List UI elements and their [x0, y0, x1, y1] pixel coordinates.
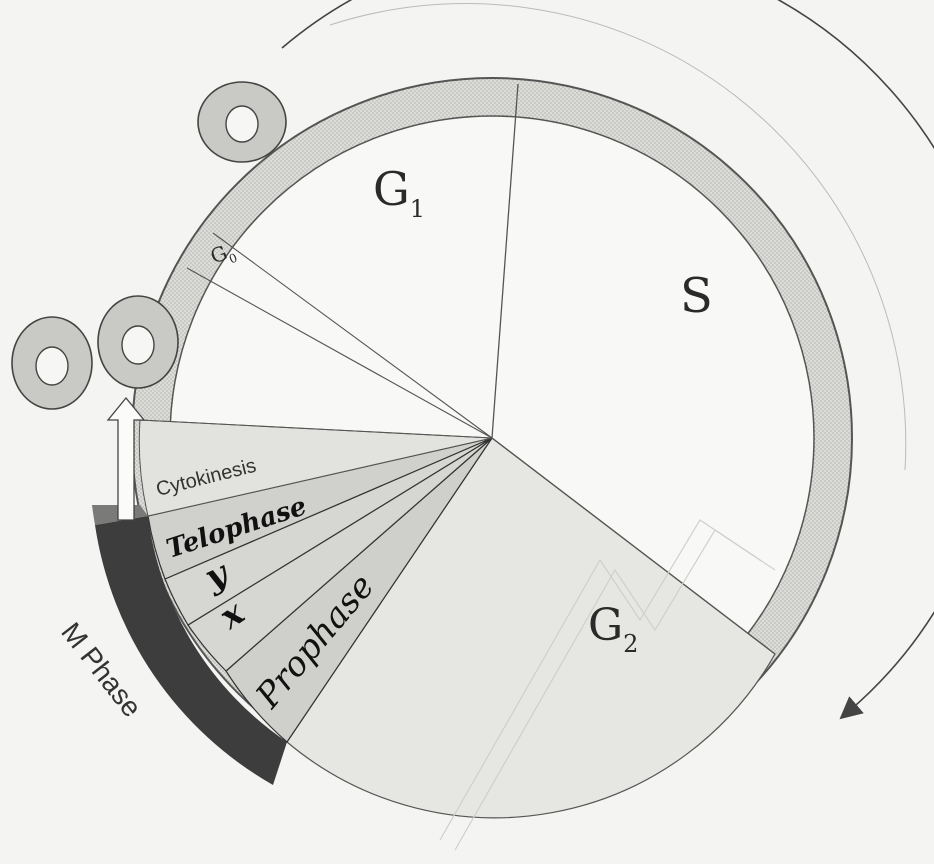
- cell-daughter-right: [98, 296, 178, 388]
- cell-top: [198, 82, 286, 162]
- cell-daughter-left: [12, 317, 92, 409]
- s-label: S: [680, 268, 713, 324]
